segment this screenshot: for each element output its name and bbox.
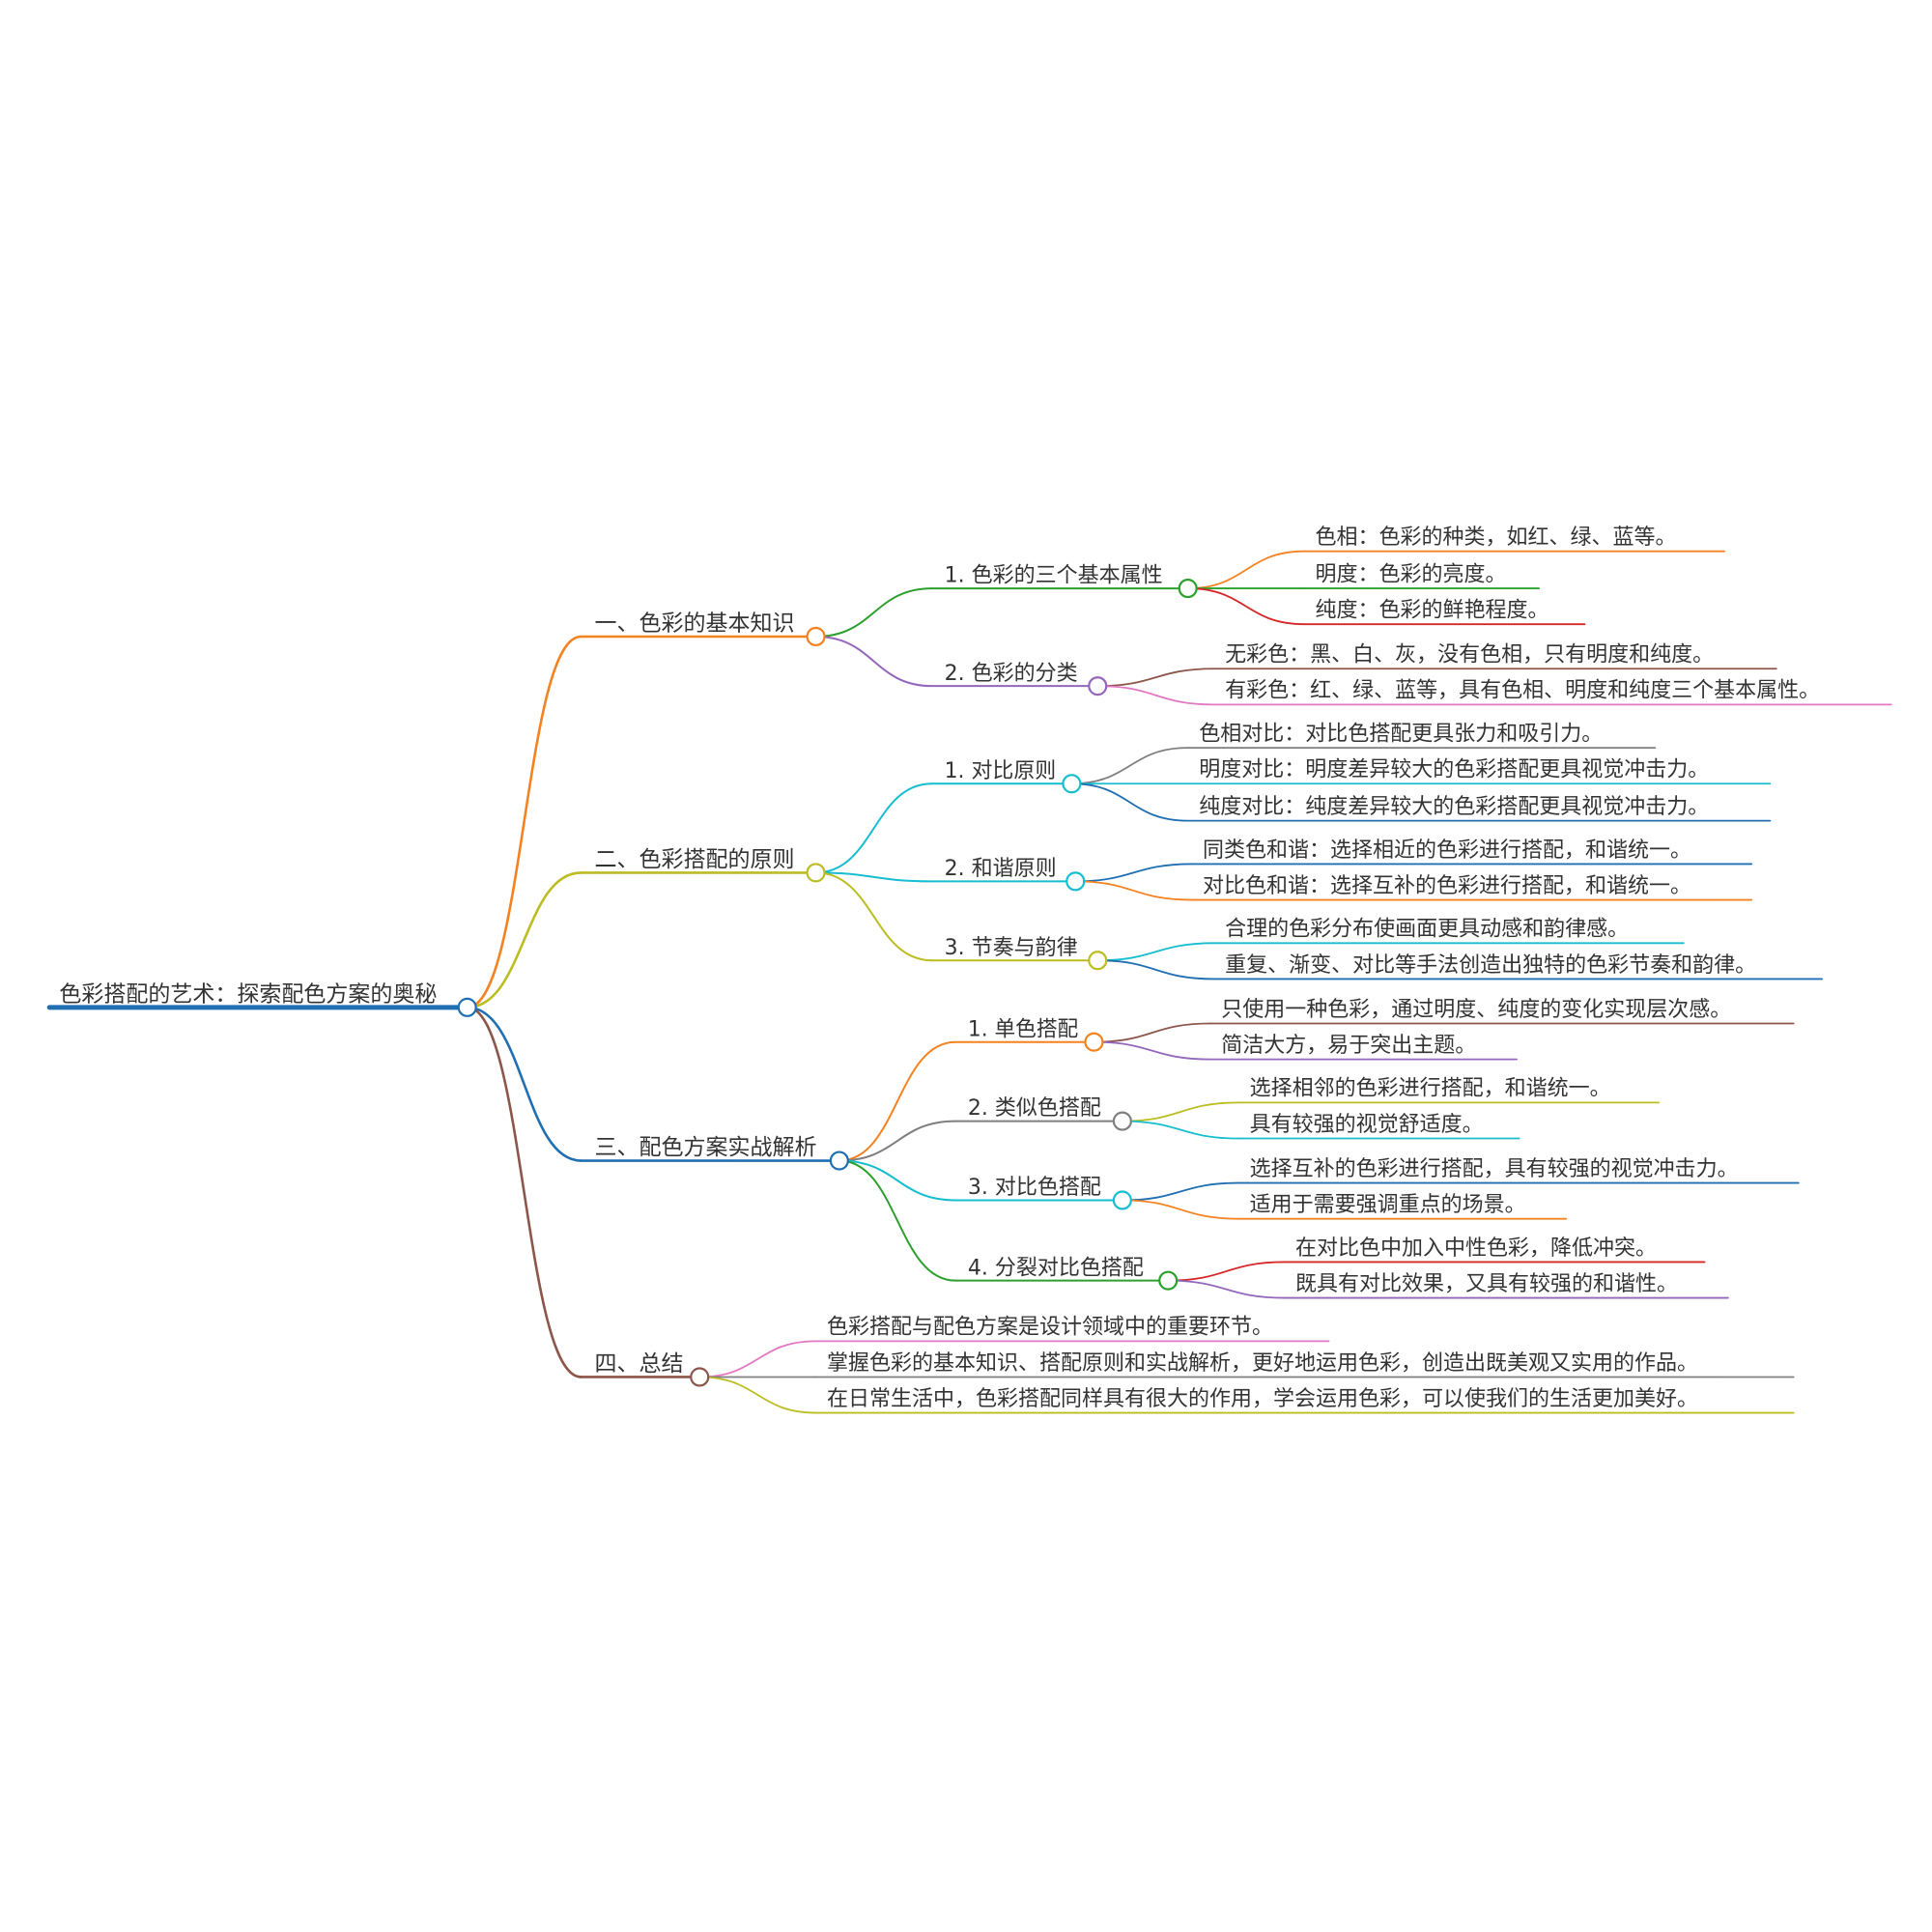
subtopic-3-4[interactable]: 4. 分裂对比色搭配 xyxy=(968,1256,1144,1280)
subtopic-connector xyxy=(814,871,933,883)
leaf-connector xyxy=(1093,1040,1211,1061)
leaf-topic[interactable]: 在对比色中加入中性色彩，降低冲突。 xyxy=(1295,1236,1657,1261)
leaf-connector xyxy=(1167,1279,1286,1299)
subtopic-3-2[interactable]: 2. 类似色搭配 xyxy=(968,1096,1101,1121)
leaf-connector xyxy=(1121,1120,1240,1140)
leaf-connector xyxy=(1096,942,1215,962)
subtopic-node-circle-1-1[interactable] xyxy=(1178,579,1198,599)
leaf-topic[interactable]: 色相：色彩的种类，如红、绿、蓝等。 xyxy=(1315,526,1676,550)
leaf-topic[interactable]: 有彩色：红、绿、蓝等，具有色相、明度和纯度三个基本属性。 xyxy=(1225,679,1820,703)
branch-topic-1[interactable]: 一、色彩的基本知识 xyxy=(594,611,794,637)
leaf-topic[interactable]: 色相对比：对比色搭配更具张力和吸引力。 xyxy=(1199,722,1603,746)
leaf-connector xyxy=(1121,1199,1240,1220)
subtopic-1-1[interactable]: 1. 色彩的三个基本属性 xyxy=(945,564,1163,588)
leaf-connector xyxy=(1121,1181,1240,1202)
leaf-connector xyxy=(1167,1261,1286,1282)
subtopic-connector xyxy=(814,782,933,874)
branch-node-circle-3[interactable] xyxy=(829,1151,849,1171)
subtopic-node-circle-2-1[interactable] xyxy=(1062,774,1082,794)
leaf-connector xyxy=(1070,782,1189,822)
branch-connector xyxy=(466,1006,582,1162)
leaf-topic[interactable]: 选择相邻的色彩进行搭配，和谐统一。 xyxy=(1250,1077,1611,1101)
leaf-connector xyxy=(1074,863,1193,883)
leaf-connector xyxy=(1121,1101,1240,1122)
subtopic-connector xyxy=(838,1040,957,1162)
connector-layer xyxy=(46,550,1892,1414)
root-node-circle[interactable] xyxy=(457,997,477,1017)
subtopic-node-circle-3-1[interactable] xyxy=(1084,1032,1104,1052)
subtopic-1-2[interactable]: 2. 色彩的分类 xyxy=(945,662,1078,686)
branch-topic-2[interactable]: 二、色彩搭配的原则 xyxy=(594,847,794,872)
leaf-topic[interactable]: 同类色和谐：选择相近的色彩进行搭配，和谐统一。 xyxy=(1203,838,1691,863)
subtopic-node-circle-3-3[interactable] xyxy=(1112,1190,1132,1210)
summary-leaf-topic[interactable]: 掌握色彩的基本知识、搭配原则和实战解析，更好地运用色彩，创造出既美观又实用的作品… xyxy=(827,1351,1698,1376)
subtopic-node-circle-3-2[interactable] xyxy=(1112,1111,1132,1131)
subtopic-node-circle-1-2[interactable] xyxy=(1088,676,1108,696)
leaf-connector xyxy=(1096,685,1215,706)
leaf-topic[interactable]: 只使用一种色彩，通过明度、纯度的变化实现层次感。 xyxy=(1221,998,1731,1022)
leaf-topic[interactable]: 明度对比：明度差异较大的色彩搭配更具视觉冲击力。 xyxy=(1199,758,1709,782)
leaf-connector xyxy=(1093,1022,1211,1043)
subtopic-2-3[interactable]: 3. 节奏与韵律 xyxy=(945,936,1078,960)
subtopic-node-circle-2-2[interactable] xyxy=(1065,871,1086,892)
summary-leaf-topic[interactable]: 在日常生活中，色彩搭配同样具有很大的作用，学会运用色彩，可以使我们的生活更加美好… xyxy=(827,1387,1698,1411)
subtopic-3-3[interactable]: 3. 对比色搭配 xyxy=(968,1176,1101,1200)
leaf-topic[interactable]: 明度：色彩的亮度。 xyxy=(1315,562,1506,586)
leaf-topic[interactable]: 合理的色彩分布使画面更具动感和韵律感。 xyxy=(1225,918,1629,942)
branch-node-circle-2[interactable] xyxy=(806,863,826,883)
subtopic-2-1[interactable]: 1. 对比原则 xyxy=(945,759,1057,783)
subtopic-3-1[interactable]: 1. 单色搭配 xyxy=(968,1017,1078,1041)
summary-leaf-topic[interactable]: 色彩搭配与配色方案是设计领域中的重要环节。 xyxy=(827,1316,1273,1340)
subtopic-2-2[interactable]: 2. 和谐原则 xyxy=(945,857,1057,881)
leaf-topic[interactable]: 简洁大方，易于突出主题。 xyxy=(1221,1034,1476,1058)
leaf-topic[interactable]: 选择互补的色彩进行搭配，具有较强的视觉冲击力。 xyxy=(1250,1157,1739,1181)
leaf-topic[interactable]: 适用于需要强调重点的场景。 xyxy=(1250,1193,1526,1217)
leaf-topic[interactable]: 具有较强的视觉舒适度。 xyxy=(1250,1113,1484,1137)
leaf-topic[interactable]: 纯度：色彩的鲜艳程度。 xyxy=(1315,599,1548,623)
branch-connector xyxy=(466,871,582,1009)
leaf-topic[interactable]: 无彩色：黑、白、灰，没有色相，只有明度和纯度。 xyxy=(1225,643,1714,668)
branch-connector xyxy=(466,1006,582,1378)
subtopic-node-circle-3-4[interactable] xyxy=(1158,1270,1179,1291)
branch-node-circle-4[interactable] xyxy=(690,1367,710,1387)
leaf-topic[interactable]: 对比色和谐：选择互补的色彩进行搭配，和谐统一。 xyxy=(1203,874,1691,898)
branch-connector xyxy=(466,635,582,1009)
leaf-connector xyxy=(698,1340,817,1378)
leaf-topic[interactable]: 既具有对比效果，又具有较强的和谐性。 xyxy=(1295,1272,1678,1296)
leaf-topic[interactable]: 纯度对比：纯度差异较大的色彩搭配更具视觉冲击力。 xyxy=(1199,795,1709,819)
subtopic-node-circle-2-3[interactable] xyxy=(1088,951,1108,971)
leaf-connector xyxy=(1096,668,1215,688)
leaf-connector xyxy=(1074,880,1193,901)
branch-topic-4[interactable]: 四、总结 xyxy=(594,1351,683,1377)
leaf-connector xyxy=(1096,959,1215,980)
leaf-connector xyxy=(1070,747,1189,785)
subtopic-connector xyxy=(814,871,933,962)
subtopic-connector xyxy=(838,1159,957,1202)
subtopic-connector xyxy=(814,635,933,688)
branch-node-circle-1[interactable] xyxy=(806,626,826,647)
subtopic-connector xyxy=(814,587,933,638)
root-topic[interactable]: 色彩搭配的艺术：探索配色方案的奥秘 xyxy=(59,981,437,1007)
leaf-topic[interactable]: 重复、渐变、对比等手法创造出独特的色彩节奏和韵律。 xyxy=(1225,953,1756,978)
leaf-connector xyxy=(698,1376,817,1414)
subtopic-connector xyxy=(838,1159,957,1282)
branch-topic-3[interactable]: 三、配色方案实战解析 xyxy=(594,1135,816,1160)
subtopic-connector xyxy=(838,1120,957,1162)
leaf-connector xyxy=(1186,550,1305,589)
leaf-connector xyxy=(1186,587,1305,626)
